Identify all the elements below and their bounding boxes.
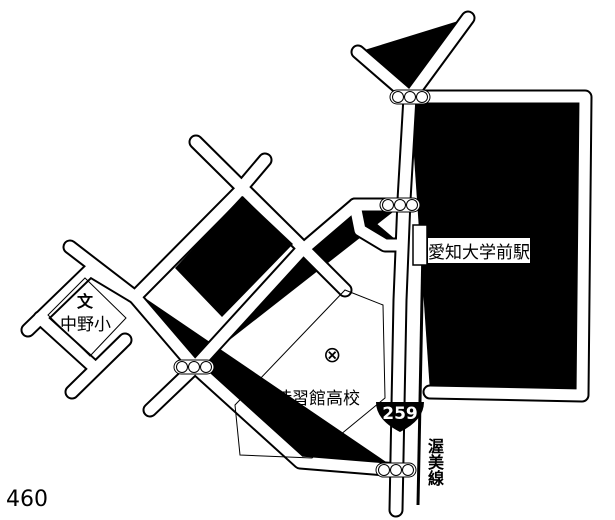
high-school-symbol-icon: ⊗	[323, 343, 342, 368]
traffic-light-1	[389, 89, 431, 105]
university-label: 愛知大学	[463, 201, 531, 221]
station-label: 愛知大学前駅	[428, 238, 530, 263]
roads	[28, 18, 585, 510]
railway-line	[416, 89, 428, 506]
university-grounds	[441, 111, 566, 379]
high-school-grounds	[234, 289, 386, 459]
route-shield-number: 259	[382, 404, 418, 424]
traffic-light-3	[173, 359, 215, 375]
school-symbol-icon: 文	[77, 292, 94, 311]
railway-label: 渥美線	[425, 438, 444, 486]
route-shield-icon	[376, 402, 424, 432]
page-number: 460	[6, 487, 48, 512]
university-symbol-icon: (大)文	[488, 141, 522, 155]
traffic-light-4	[375, 462, 417, 478]
elementary-school-label: 中野小	[60, 315, 111, 335]
station-marker	[412, 224, 428, 266]
high-school-label: 時習館高校	[275, 389, 360, 409]
park-block	[175, 196, 293, 317]
traffic-light-2	[379, 197, 421, 213]
elementary-school-grounds	[47, 277, 127, 357]
